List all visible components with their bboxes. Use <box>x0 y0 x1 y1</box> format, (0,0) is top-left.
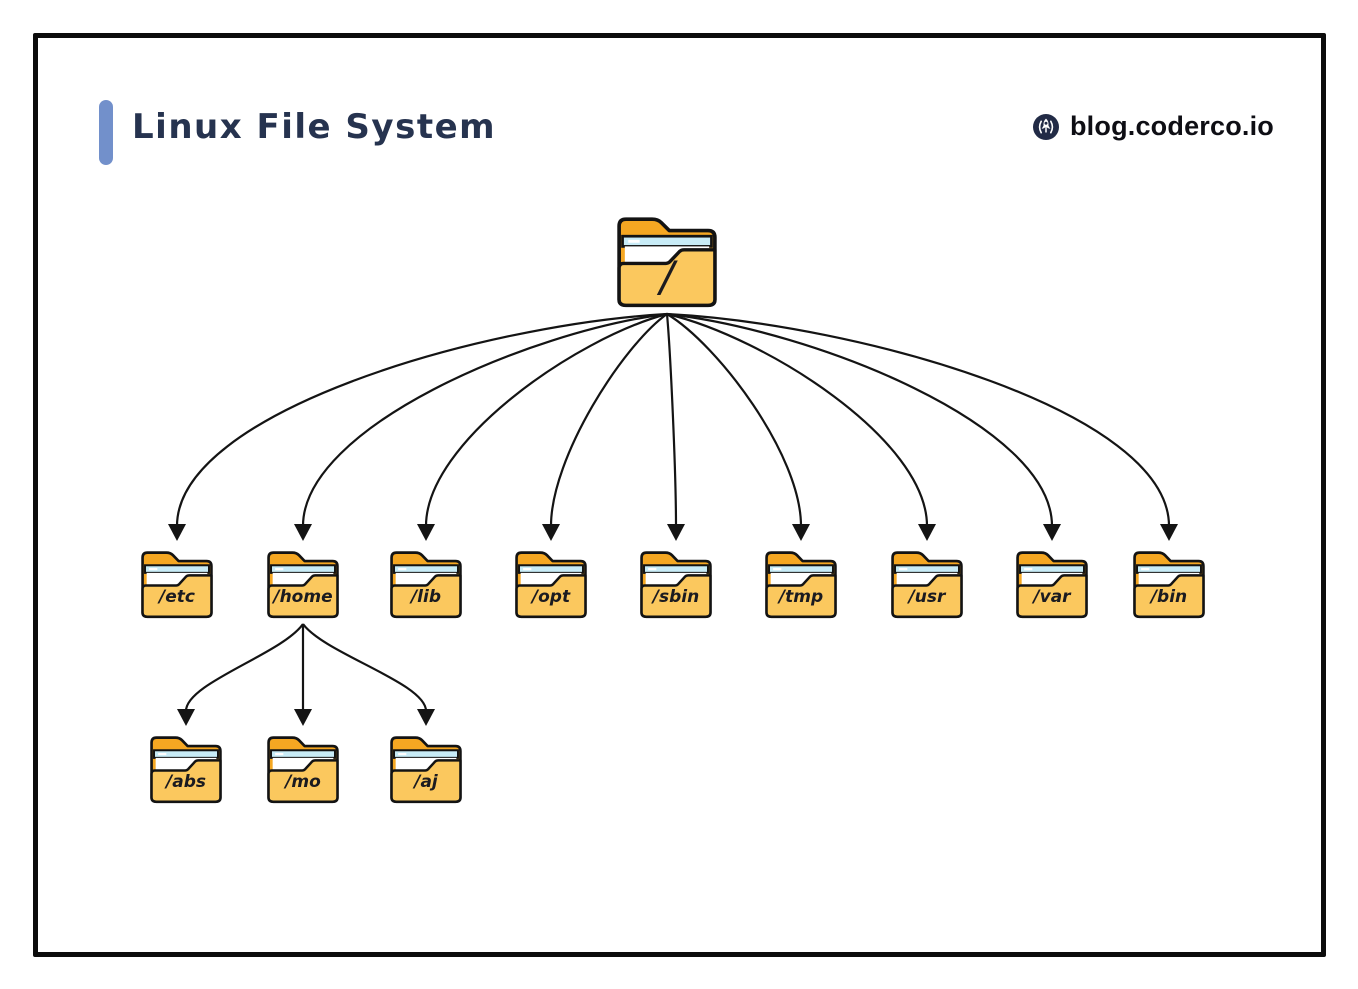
folder-label: /bin <box>1150 586 1188 607</box>
folder-icon <box>640 551 712 619</box>
folder-icon <box>267 736 339 804</box>
folder-node-lib: /lib <box>385 545 467 621</box>
page-title: Linux File System <box>132 107 497 147</box>
folder-label: /etc <box>159 586 195 607</box>
title-accent-bar <box>99 100 113 165</box>
folder-icon <box>150 736 222 804</box>
folder-label: /mo <box>285 771 321 792</box>
folder-node-bin: /bin <box>1128 545 1210 621</box>
folder-icon <box>141 551 213 619</box>
folder-node-aj: /aj <box>385 730 467 806</box>
folder-node-home: /home <box>262 545 344 621</box>
folder-node-usr: /usr <box>886 545 968 621</box>
folder-label: / <box>659 251 675 301</box>
folder-node-opt: /opt <box>510 545 592 621</box>
folder-icon <box>267 551 339 619</box>
folder-label: /lib <box>410 586 442 607</box>
folder-node-sbin: /sbin <box>635 545 717 621</box>
folder-node-mo: /mo <box>262 730 344 806</box>
rocket-badge-icon <box>1032 113 1059 140</box>
folder-icon <box>390 551 462 619</box>
outer-border <box>33 33 1326 957</box>
folder-node-root: / <box>610 209 724 311</box>
brand: blog.coderco.io <box>1032 111 1274 142</box>
folder-label: /abs <box>166 771 206 792</box>
folder-icon <box>1133 551 1205 619</box>
folder-label: /aj <box>414 771 438 792</box>
folder-label: /opt <box>531 586 571 607</box>
brand-text: blog.coderco.io <box>1069 111 1274 141</box>
folder-label: /tmp <box>778 586 824 607</box>
folder-icon <box>617 217 717 308</box>
folder-node-etc: /etc <box>136 545 218 621</box>
folder-icon <box>515 551 587 619</box>
folder-label: /usr <box>908 586 946 607</box>
folder-node-tmp: /tmp <box>760 545 842 621</box>
folder-label: /var <box>1033 586 1071 607</box>
folder-icon <box>891 551 963 619</box>
folder-icon <box>765 551 837 619</box>
folder-node-abs: /abs <box>145 730 227 806</box>
folder-icon <box>390 736 462 804</box>
folder-icon <box>1016 551 1088 619</box>
folder-node-var: /var <box>1011 545 1093 621</box>
folder-label: /sbin <box>652 586 700 607</box>
folder-label: /home <box>273 586 333 607</box>
